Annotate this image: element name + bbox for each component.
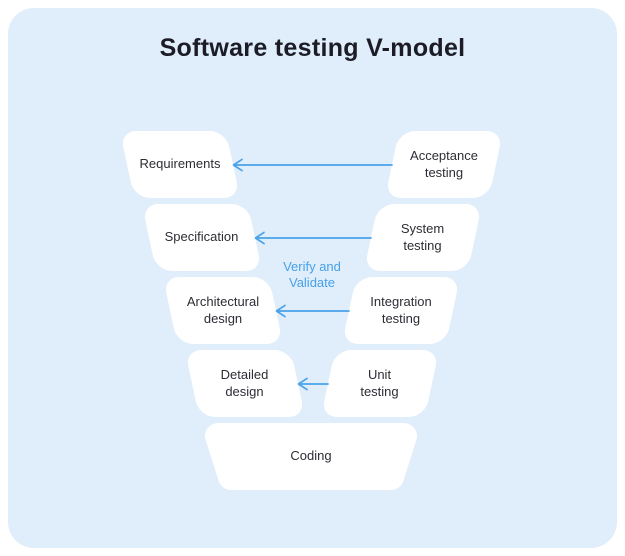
arrow-integration-to-architectural: [275, 304, 350, 317]
arrow-unit-to-detailed: [297, 377, 329, 390]
stage-box-integration-testing: Integration testing: [341, 277, 461, 344]
verify-validate-note: Verify and Validate: [283, 259, 341, 290]
arrow-head-icon: [297, 377, 308, 390]
stage-box-specification: Specification: [141, 204, 262, 271]
stage-box-label: Requirements: [139, 156, 221, 172]
stage-box-label: System testing: [400, 220, 445, 253]
stage-box-label: Unit testing: [360, 366, 399, 399]
page-title: Software testing V-model: [159, 34, 466, 62]
arrow-head-icon: [275, 304, 286, 317]
stage-box-system-testing: System testing: [363, 204, 482, 271]
stage-box-detailed-design: Detailed design: [184, 350, 305, 417]
stage-box-coding: Coding: [205, 423, 417, 490]
stage-box-label: Detailed design: [220, 366, 269, 399]
arrow-system-to-specification: [254, 231, 372, 244]
stage-box-label: Architectural design: [186, 293, 260, 326]
stage-box-unit-testing: Unit testing: [320, 350, 439, 417]
arrow-head-icon: [232, 158, 243, 171]
stage-box-label: Coding: [290, 448, 332, 464]
stage-box-requirements: Requirements: [119, 131, 241, 198]
stage-box-label: Integration testing: [370, 293, 432, 326]
stage-box-architectural-design: Architectural design: [162, 277, 284, 344]
arrow-head-icon: [254, 231, 265, 244]
stage-box-shape: [205, 423, 417, 490]
stage-box-label: Acceptance testing: [410, 147, 478, 180]
stage-box-label: Specification: [164, 229, 239, 245]
arrow-acceptance-to-requirements: [232, 158, 393, 171]
stage-box-acceptance-testing: Acceptance testing: [384, 131, 504, 198]
